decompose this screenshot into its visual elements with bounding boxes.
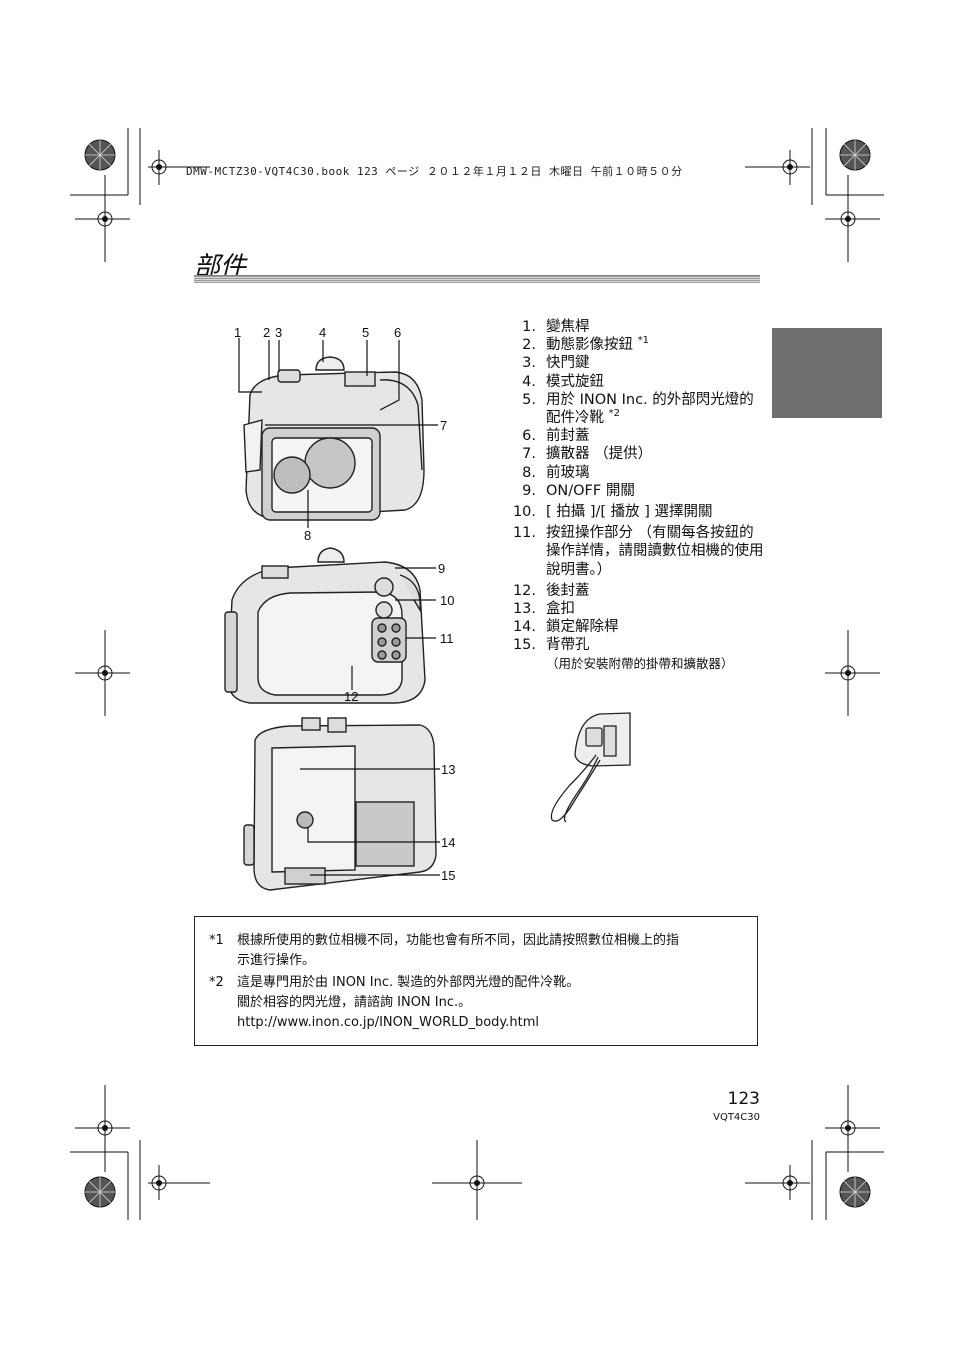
callout-12: 12 bbox=[344, 689, 358, 704]
list-item: 7.擴散器 （提供） bbox=[522, 446, 653, 463]
housing-front-view bbox=[243, 356, 425, 521]
callout-2: 2 bbox=[263, 325, 270, 340]
list-item: 8.前玻璃 bbox=[522, 464, 590, 481]
registration-star-icon bbox=[839, 139, 871, 171]
callout-15: 15 bbox=[441, 868, 455, 883]
registration-star-icon bbox=[84, 1176, 116, 1208]
callout-4: 4 bbox=[319, 325, 326, 340]
parts-list: 1.變焦桿 2.動態影像按鈕 *1 3.快門鍵 4.模式旋鈕 5.用於 INON… bbox=[494, 318, 764, 672]
registration-star-icon bbox=[839, 1176, 871, 1208]
registration-star-icon bbox=[84, 139, 116, 171]
footnote-2-contact: 關於相容的閃光燈，請諮詢 INON Inc.。 bbox=[237, 995, 472, 1010]
list-item: 13.盒扣 bbox=[512, 601, 575, 618]
footnote-2: *2 這是專門用於由 INON Inc. 製造的外部閃光燈的配件冷靴。 bbox=[209, 975, 580, 990]
callout-9: 9 bbox=[438, 561, 445, 576]
footnote-1: *1 根據所使用的數位相機不同，功能也會有所不同，因此請按照數位相機上的指示進行… bbox=[209, 933, 680, 968]
callout-10: 10 bbox=[440, 593, 454, 608]
list-item: 2.動態影像按鈕 *1 bbox=[522, 335, 649, 354]
footnotes-box: *1 根據所使用的數位相機不同，功能也會有所不同，因此請按照數位相機上的指示進行… bbox=[194, 916, 758, 1046]
callout-1: 1 bbox=[234, 325, 241, 340]
callout-6: 6 bbox=[394, 325, 401, 340]
list-item: 14.鎖定解除桿 bbox=[512, 619, 619, 636]
print-header: DMW-MCTZ30-VQT4C30.book 123 ページ ２０１２年１月１… bbox=[186, 165, 683, 178]
list-item: 3.快門鍵 bbox=[522, 355, 590, 372]
section-tab bbox=[772, 328, 882, 418]
list-item: 1.變焦桿 bbox=[522, 319, 590, 335]
list-item: 10.[ 拍攝 ]/[ 播放 ] 選擇開關 bbox=[512, 504, 713, 521]
callout-7: 7 bbox=[440, 418, 447, 433]
page-number: 123 bbox=[727, 1089, 760, 1109]
housing-bottom-view bbox=[243, 717, 437, 891]
title-underline bbox=[194, 275, 760, 283]
list-item: 5.用於 INON Inc. 的外部閃光燈的配件冷靴 *2 bbox=[522, 391, 754, 427]
strap-detail bbox=[550, 712, 631, 823]
list-item: 9.ON/OFF 開關 bbox=[522, 482, 635, 499]
footnote-2-url: http://www.inon.co.jp/INON_WORLD_body.ht… bbox=[237, 1015, 540, 1030]
callout-8: 8 bbox=[304, 528, 311, 543]
callout-3: 3 bbox=[275, 325, 282, 340]
callout-13: 13 bbox=[441, 762, 455, 777]
list-item: 4.模式旋鈕 bbox=[522, 373, 604, 390]
list-item: 6.前封蓋 bbox=[522, 428, 590, 445]
callout-14: 14 bbox=[441, 835, 455, 850]
callout-11: 11 bbox=[440, 631, 454, 646]
callout-5: 5 bbox=[362, 325, 369, 340]
list-item: 11.按鈕操作部分 （有關每各按鈕的操作詳情，請閱讀數位相機的使用說明書。） bbox=[512, 525, 764, 578]
housing-back-view bbox=[224, 547, 426, 704]
list-item: 12.後封蓋 bbox=[512, 582, 590, 599]
document-code: VQT4C30 bbox=[713, 1112, 760, 1123]
list-item: 15.背帶孔（用於安裝附帶的掛帶和擴散器） bbox=[512, 637, 734, 671]
